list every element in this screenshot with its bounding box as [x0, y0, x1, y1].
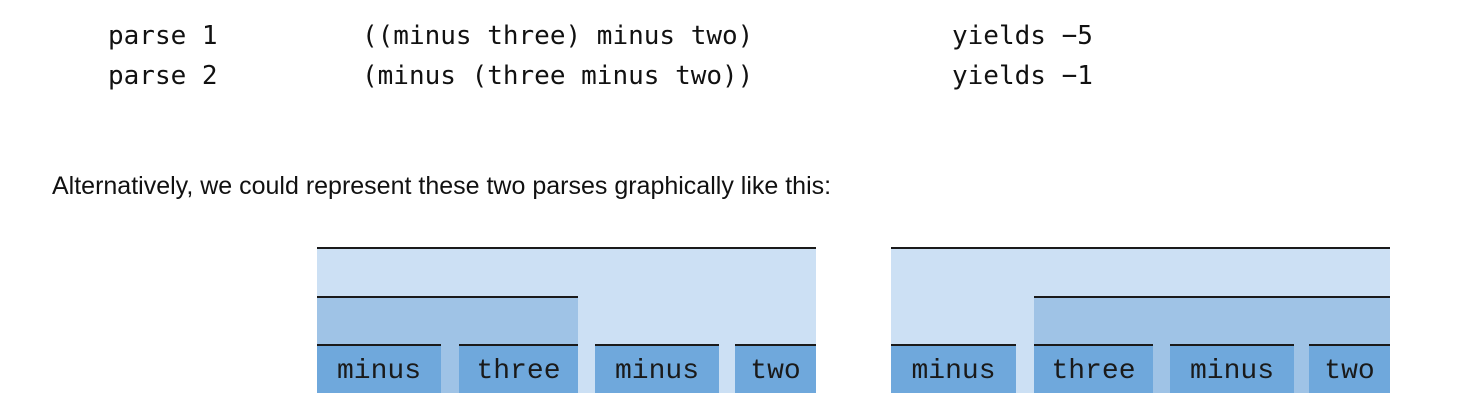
word-token: minus	[595, 344, 719, 393]
explanation-text: Alternatively, we could represent these …	[52, 172, 832, 200]
parse-2-expression: (minus (three minus two))	[362, 61, 754, 91]
word-token: minus	[1170, 344, 1294, 393]
word-token: minus	[891, 344, 1016, 393]
parse-1-result: yields −5	[952, 21, 1093, 51]
parse-2-result: yields −1	[952, 61, 1093, 91]
word-token: three	[459, 344, 578, 393]
word-token: two	[735, 344, 816, 393]
word-token: two	[1309, 344, 1390, 393]
parse-1-label: parse 1	[108, 21, 218, 51]
word-token: three	[1034, 344, 1153, 393]
word-token: minus	[317, 344, 441, 393]
parse-2-label: parse 2	[108, 61, 218, 91]
parse-1-expression: ((minus three) minus two)	[362, 21, 754, 51]
